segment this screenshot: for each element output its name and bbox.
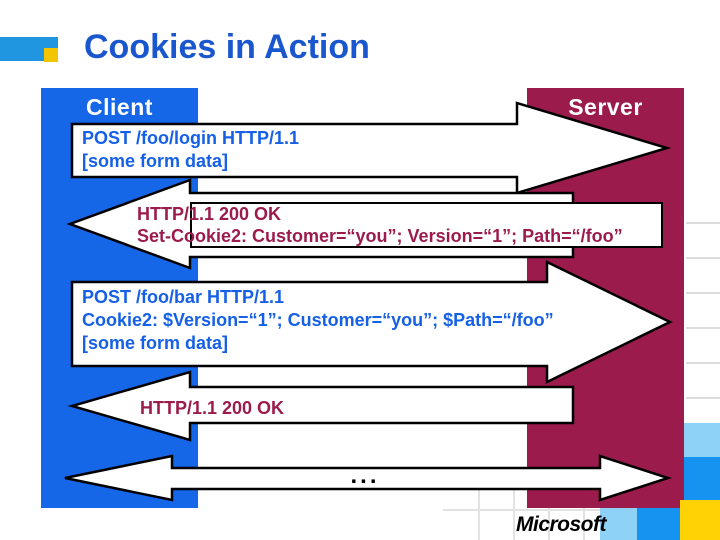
message-line: POST /foo/login HTTP/1.1 (82, 128, 300, 148)
message-1-text: POST /foo/login HTTP/1.1 [some form data… (82, 127, 299, 173)
strip-line (686, 222, 720, 224)
strip-line (686, 362, 720, 364)
message-line: POST /foo/bar HTTP/1.1 (82, 287, 285, 307)
message-line: [some form data] (82, 151, 229, 171)
strip-line (686, 257, 720, 259)
message-line: [some form data] (82, 333, 229, 353)
strip-line (686, 292, 720, 294)
microsoft-logo: Microsoft (516, 513, 607, 536)
message-4-text: HTTP/1.1 200 OK (140, 397, 284, 420)
grid-line (478, 474, 480, 540)
corner-square-yellow (680, 500, 720, 540)
corner-square-lightblue (684, 423, 720, 457)
strip-line (686, 397, 720, 399)
grid-line (513, 474, 515, 540)
message-2-text: HTTP/1.1 200 OK Set-Cookie2: Customer=“y… (137, 203, 623, 247)
message-2-callout-box (190, 202, 663, 248)
title-marker-square-icon (44, 48, 58, 62)
message-line: Set-Cookie2: Customer=“you”; Version=“1”… (137, 226, 623, 246)
message-line: HTTP/1.1 200 OK (140, 398, 285, 418)
message-3-text: POST /foo/bar HTTP/1.1 Cookie2: $Version… (82, 286, 554, 355)
continuation-ellipsis: ... (350, 462, 380, 489)
grid-line (443, 509, 684, 511)
corner-square-lightblue (600, 508, 637, 540)
corner-square-blue (637, 508, 680, 540)
strip-line (686, 327, 720, 329)
page-title: Cookies in Action (84, 28, 370, 66)
server-panel-label: Server (568, 94, 643, 120)
client-panel-label: Client (86, 94, 153, 120)
corner-square-blue (684, 457, 720, 500)
message-line: Cookie2: $Version=“1”; Customer=“you”; $… (82, 310, 554, 330)
message-line: HTTP/1.1 200 OK (137, 204, 282, 224)
